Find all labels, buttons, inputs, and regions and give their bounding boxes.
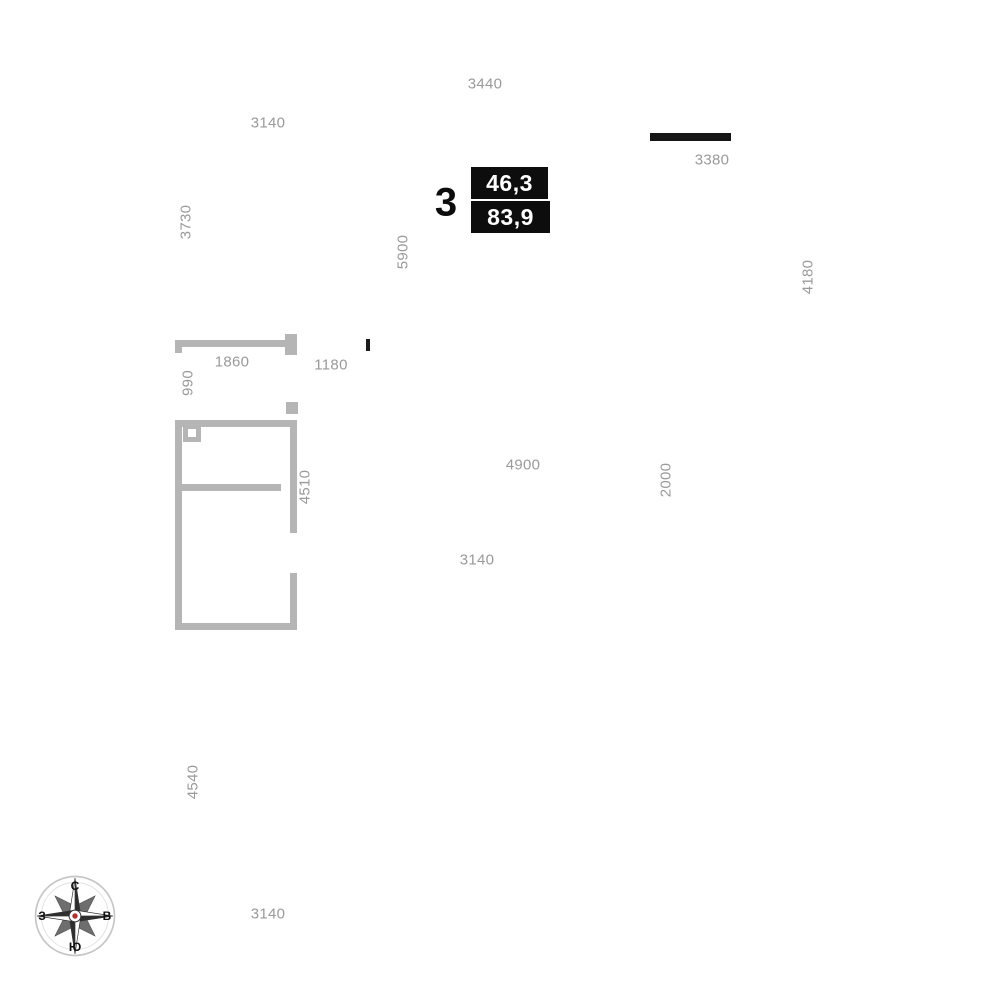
- dimension-label: 3140: [459, 551, 495, 569]
- compass-west-label: З: [38, 909, 46, 923]
- area-box-bottom: 83,9: [471, 201, 550, 233]
- apartment-number: 3: [434, 180, 458, 225]
- dimension-label: 3380: [694, 151, 730, 169]
- wall-black-top-right: [650, 133, 731, 141]
- compass-east-label: В: [102, 909, 112, 923]
- wall-room-bottom: [175, 623, 297, 630]
- wall-room-right-upper: [290, 420, 297, 533]
- dimension-label: 3440: [467, 75, 503, 93]
- compass-south-label: Ю: [68, 940, 82, 954]
- area-value-top: 46,3: [486, 169, 533, 196]
- wall-upper-right-stub: [285, 334, 297, 355]
- wall-tick-dark: [366, 339, 370, 351]
- wall-room-middle: [178, 484, 281, 491]
- dimension-label: 2000: [657, 462, 675, 498]
- wall-room-right-lower: [290, 573, 297, 630]
- dimension-label: 1180: [314, 356, 348, 374]
- dimension-label: 3140: [250, 114, 286, 132]
- dimension-label: 5900: [394, 234, 412, 270]
- compass-north-label: С: [70, 879, 80, 893]
- dimension-label: 4180: [799, 259, 817, 295]
- dimension-label: 4540: [184, 764, 202, 800]
- wall-stub-square: [286, 402, 298, 414]
- dimension-label: 3140: [250, 905, 286, 923]
- dimension-label: 4510: [296, 469, 314, 505]
- dimension-label: 3730: [177, 204, 195, 240]
- wall-room-top: [175, 420, 297, 427]
- wall-room-left: [175, 420, 182, 630]
- compass-rose: С В Ю З: [33, 874, 117, 958]
- wall-column-box: [183, 424, 201, 442]
- dimension-label: 1860: [214, 353, 250, 371]
- wall-upper-horizontal: [175, 340, 287, 347]
- dimension-label: 4900: [505, 456, 541, 474]
- area-value-bottom: 83,9: [487, 203, 534, 230]
- area-box-top: 46,3: [471, 167, 548, 199]
- dimension-label: 990: [179, 370, 197, 396]
- wall-upper-left-stub: [175, 340, 182, 353]
- compass-star: [34, 875, 116, 957]
